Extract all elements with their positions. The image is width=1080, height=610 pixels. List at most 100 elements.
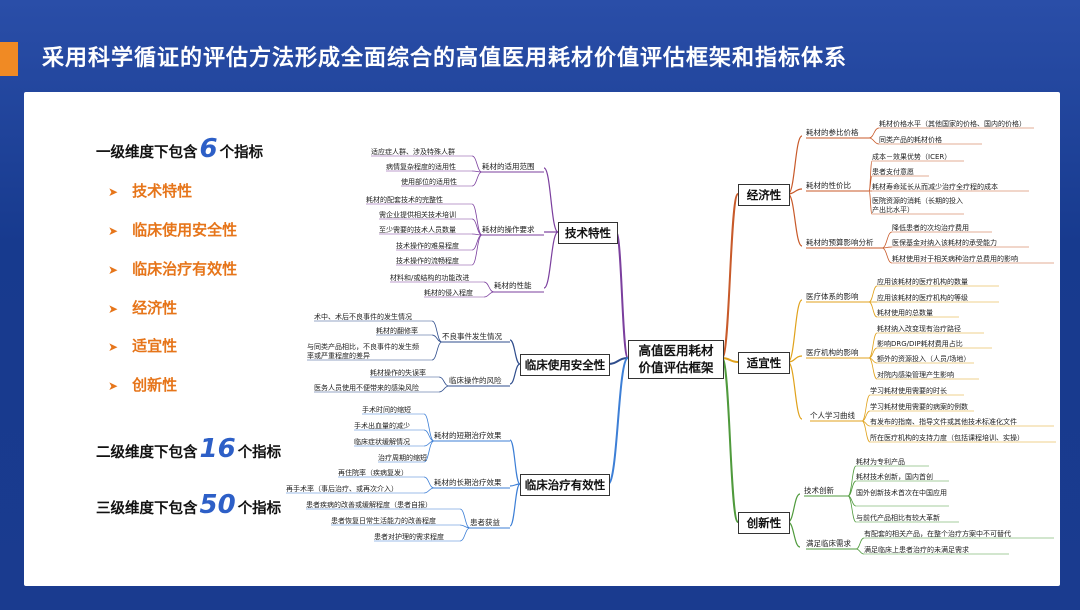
connector-line [868, 137, 880, 145]
connector-line [868, 332, 878, 359]
leaf-node: 手术出血量的减少 [354, 422, 410, 430]
sub-node: 满足临床需求 [806, 539, 851, 548]
connector-line [721, 193, 739, 359]
dimension-label: 适宜性 [132, 337, 178, 355]
mindmap-center-node: 高值医用耗材 价值评估框架 [628, 340, 724, 379]
dimension-item: ➤ 适宜性 [108, 335, 177, 356]
mindmap: 高值医用耗材 价值评估框架 技术特性 临床使用安全性 临床治疗有效性 经济性 适… [24, 92, 1060, 586]
leaf-node: 使用部位的适用性 [401, 178, 457, 186]
connector-line [471, 234, 483, 266]
level1-prefix: 一级维度下包含 [96, 145, 198, 161]
sub-node: 耗材的操作要求 [482, 225, 535, 234]
connector-line [607, 357, 629, 485]
title-accent-bar [0, 42, 18, 76]
leaf-node: 技术操作的流畅程度 [396, 257, 459, 265]
connector-line [431, 341, 443, 361]
sub-node: 耗材的性价比 [806, 181, 851, 190]
leaf-node: 耗材的侵入程度 [424, 289, 473, 297]
connector-line [423, 440, 435, 463]
dimension-label: 临床治疗有效性 [132, 260, 238, 278]
arrow-icon: ➤ [108, 340, 119, 354]
connector-line [787, 135, 803, 195]
connector-line [543, 167, 559, 233]
connector-line [438, 376, 450, 387]
sub-node: 个人学习曲线 [810, 411, 855, 420]
leaf-node: 耗材使用对于相关病种治疗总费用的影响 [892, 255, 1018, 263]
leaf-node: 应用该耗材的医疗机构的数量 [877, 278, 968, 286]
leaf-node: 国外创新技术首次在中国应用 [856, 489, 947, 497]
level2-count: 16 [199, 434, 236, 464]
leaf-node: 患者对护理的需求程度 [374, 533, 444, 541]
connector-line [721, 357, 739, 523]
leaf-node: 所在医疗机构的支持力度（包括课程培训、实操） [870, 434, 1024, 442]
connector-line [881, 231, 893, 249]
connector-line [423, 487, 435, 494]
connector-line [423, 429, 435, 442]
leaf-node: 与前代产品相比有较大革新 [856, 514, 940, 522]
center-line-2: 价值评估框架 [638, 360, 714, 375]
dimension-label: 技术特性 [132, 182, 193, 200]
sub-node: 耗材的预算影响分析 [806, 238, 874, 247]
leaf-node: 成本－效果优势（ICER） [872, 153, 952, 161]
leaf-node: 有配套的相关产品，在整个治疗方案中不可替代 [864, 530, 1011, 538]
dimension-label: 经济性 [132, 299, 178, 317]
connector-line [787, 361, 803, 420]
connector-line [438, 385, 450, 393]
branch-safety: 临床使用安全性 [520, 354, 610, 376]
dimension-item: ➤技术特性 [108, 180, 192, 201]
leaf-node: 患者支付意愿 [872, 168, 914, 176]
connector-line [471, 203, 483, 236]
connector-line [868, 175, 873, 192]
connector-line [868, 285, 878, 303]
sub-node: 医疗体系的影响 [806, 292, 859, 301]
sub-node: 技术创新 [804, 486, 834, 495]
branch-fit: 适宜性 [738, 352, 790, 374]
leaf-node: 满足临床上患者治疗的未满足需求 [864, 546, 969, 554]
dimension-label: 创新性 [132, 376, 178, 394]
leaf-node: 降低患者的次均治疗费用 [892, 224, 969, 232]
leaf-node: 有发布的指南、指导文件或其他技术标准化文件 [870, 418, 1017, 426]
level2-suffix: 个指标 [237, 445, 282, 461]
page-title: 采用科学循证的评估方法形成全面综合的高值医用耗材价值评估框架和指标体系 [42, 46, 848, 71]
branch-econ: 经济性 [738, 184, 790, 206]
connector-line [509, 439, 521, 485]
leaf-node: 再手术率（事后治疗、或再次介入） [286, 485, 398, 493]
branch-efficacy: 临床治疗有效性 [520, 474, 610, 496]
connector-line [509, 363, 521, 385]
connector-line [868, 301, 878, 318]
leaf-node: 耗材技术创新，国内首创 [856, 473, 933, 481]
leaf-node: 对院内感染管理产生影响 [877, 371, 954, 379]
connector-line [471, 218, 483, 236]
sub-node: 临床操作的风险 [449, 376, 502, 385]
leaf-node: 耗材操作的失误率 [370, 369, 426, 377]
connector-line [423, 476, 435, 489]
sub-node: 耗材的适用范围 [482, 162, 535, 171]
leaf-node: 临床症状缓解情况 [354, 438, 410, 446]
connector-line [615, 231, 629, 359]
leaf-node: 学习耗材使用需要的病案的例数 [870, 403, 968, 411]
leaf-node: 病情复杂程度的适用性 [386, 163, 456, 171]
connector-line [459, 524, 471, 529]
sub-node: 耗材的性能 [494, 281, 532, 290]
leaf-node: 医保基金对纳入该耗材的承受能力 [892, 239, 997, 247]
connector-line [868, 127, 880, 139]
connector-line [787, 299, 803, 363]
arrow-icon: ➤ [108, 379, 119, 393]
sub-node: 患者获益 [470, 518, 500, 527]
connector-line [431, 334, 443, 343]
leaf-node: 耗材寿命延长从而减少治疗全疗程的成本 [872, 183, 998, 191]
leaf-node: 术中、术后不良事件的发生情况 [314, 313, 412, 321]
leaf-node: 耗材使用的总数量 [877, 309, 933, 317]
leaf-node: 患者恢复日常生活能力的改善程度 [331, 517, 436, 525]
dimension-item: ➤临床使用安全性 [108, 219, 237, 240]
connector-line [855, 548, 865, 555]
connector-line [855, 537, 865, 550]
level1-count: 6 [199, 134, 218, 164]
connector-line [868, 357, 878, 380]
dimension-label: 临床使用安全性 [132, 221, 238, 239]
connector-line [787, 193, 803, 247]
leaf-node: 材料和/或结构的功能改进 [390, 274, 470, 282]
sub-node: 耗材的长期治疗效果 [434, 478, 502, 487]
